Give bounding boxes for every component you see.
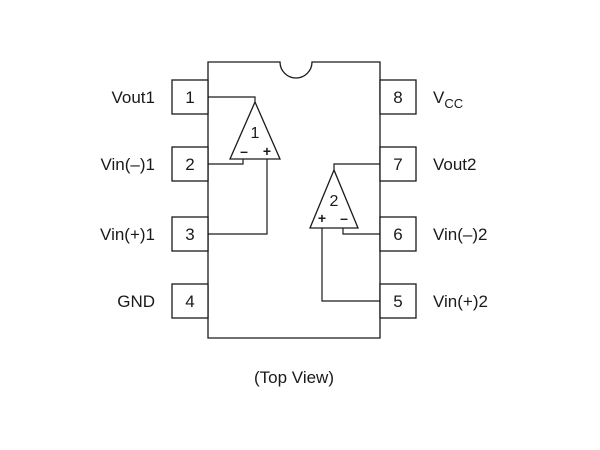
vcc-subscript: CC bbox=[444, 96, 463, 111]
diagram-caption: (Top View) bbox=[254, 368, 334, 387]
pin-label-vin-plus-2: Vin(+)2 bbox=[433, 292, 488, 311]
pin-box-3 bbox=[171, 216, 209, 252]
pin-number-7: 7 bbox=[393, 155, 402, 174]
pin-label-vin-minus-1: Vin(–)1 bbox=[101, 155, 156, 174]
pin-label-vout2: Vout2 bbox=[433, 155, 477, 174]
pin-label-vin-minus-2: Vin(–)2 bbox=[433, 225, 488, 244]
pin-label-gnd: GND bbox=[117, 292, 155, 311]
pin-number-2: 2 bbox=[185, 155, 194, 174]
op-amp-1-wires bbox=[208, 96, 268, 235]
pin-number-4: 4 bbox=[185, 292, 194, 311]
op-amp-1-minus-sign: – bbox=[240, 143, 248, 159]
vcc-main: V bbox=[433, 88, 445, 107]
op-amp-1-plus-sign: + bbox=[263, 143, 271, 159]
pin-box-6 bbox=[379, 216, 417, 252]
pin-label-vcc: VCC bbox=[433, 88, 463, 111]
pin-number-5: 5 bbox=[393, 292, 402, 311]
ic-package-body bbox=[207, 61, 381, 339]
pin-label-vout1: Vout1 bbox=[112, 88, 156, 107]
op-amp-2-triangle bbox=[309, 168, 359, 229]
pin-number-3: 3 bbox=[185, 225, 194, 244]
pin-number-8: 8 bbox=[393, 88, 402, 107]
op-amp-2-plus-sign: + bbox=[318, 210, 326, 226]
op-amp-2-wires bbox=[321, 163, 380, 302]
op-amp-2-minus-sign: – bbox=[340, 210, 348, 226]
pin-number-1: 1 bbox=[185, 88, 194, 107]
pin-box-2 bbox=[171, 146, 209, 182]
op-amp-1-triangle bbox=[229, 100, 281, 160]
op-amp-1-number: 1 bbox=[251, 125, 260, 142]
pin-label-vin-plus-1: Vin(+)1 bbox=[100, 225, 155, 244]
pin-number-6: 6 bbox=[393, 225, 402, 244]
pin-box-1 bbox=[171, 79, 209, 115]
op-amp-2-number: 2 bbox=[330, 193, 339, 210]
pin-box-8 bbox=[379, 79, 417, 115]
pin-box-4 bbox=[171, 283, 209, 319]
